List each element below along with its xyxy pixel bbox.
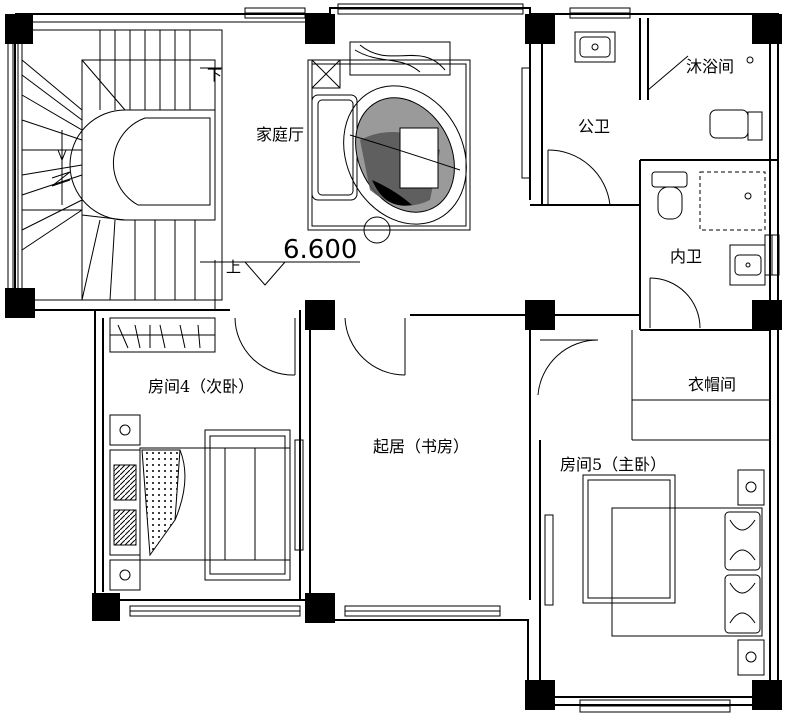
living-doors [344,317,599,396]
room-label-cloakroom: 衣帽间 [688,375,736,394]
elevation-value: 6.600 [283,235,357,265]
stair-up-label: 上 [226,258,241,276]
bedroom5-furniture [544,469,765,676]
public-bath-fixtures [521,31,763,206]
interior-walls [95,14,778,697]
room-label-family-hall: 家庭厅 [256,125,304,144]
stair-down-label: 下 [207,66,222,84]
inner-bath-fixtures [649,171,766,329]
room-label-inner-bath: 内卫 [670,247,702,266]
room-label-bedroom4: 房间4（次卧） [148,377,254,396]
room-label-public-bath: 公卫 [578,117,610,136]
room-label-shower: 沐浴间 [686,57,734,76]
bedroom4-furniture [109,317,304,591]
elevation-marker: 6.600 [240,235,360,286]
columns [5,14,782,710]
family-hall-furniture [307,41,471,244]
room-label-bedroom5: 房间5（主卧） [560,455,666,474]
staircase: 下 上 [21,29,241,310]
room-label-living-study: 起居（书房） [373,437,469,456]
